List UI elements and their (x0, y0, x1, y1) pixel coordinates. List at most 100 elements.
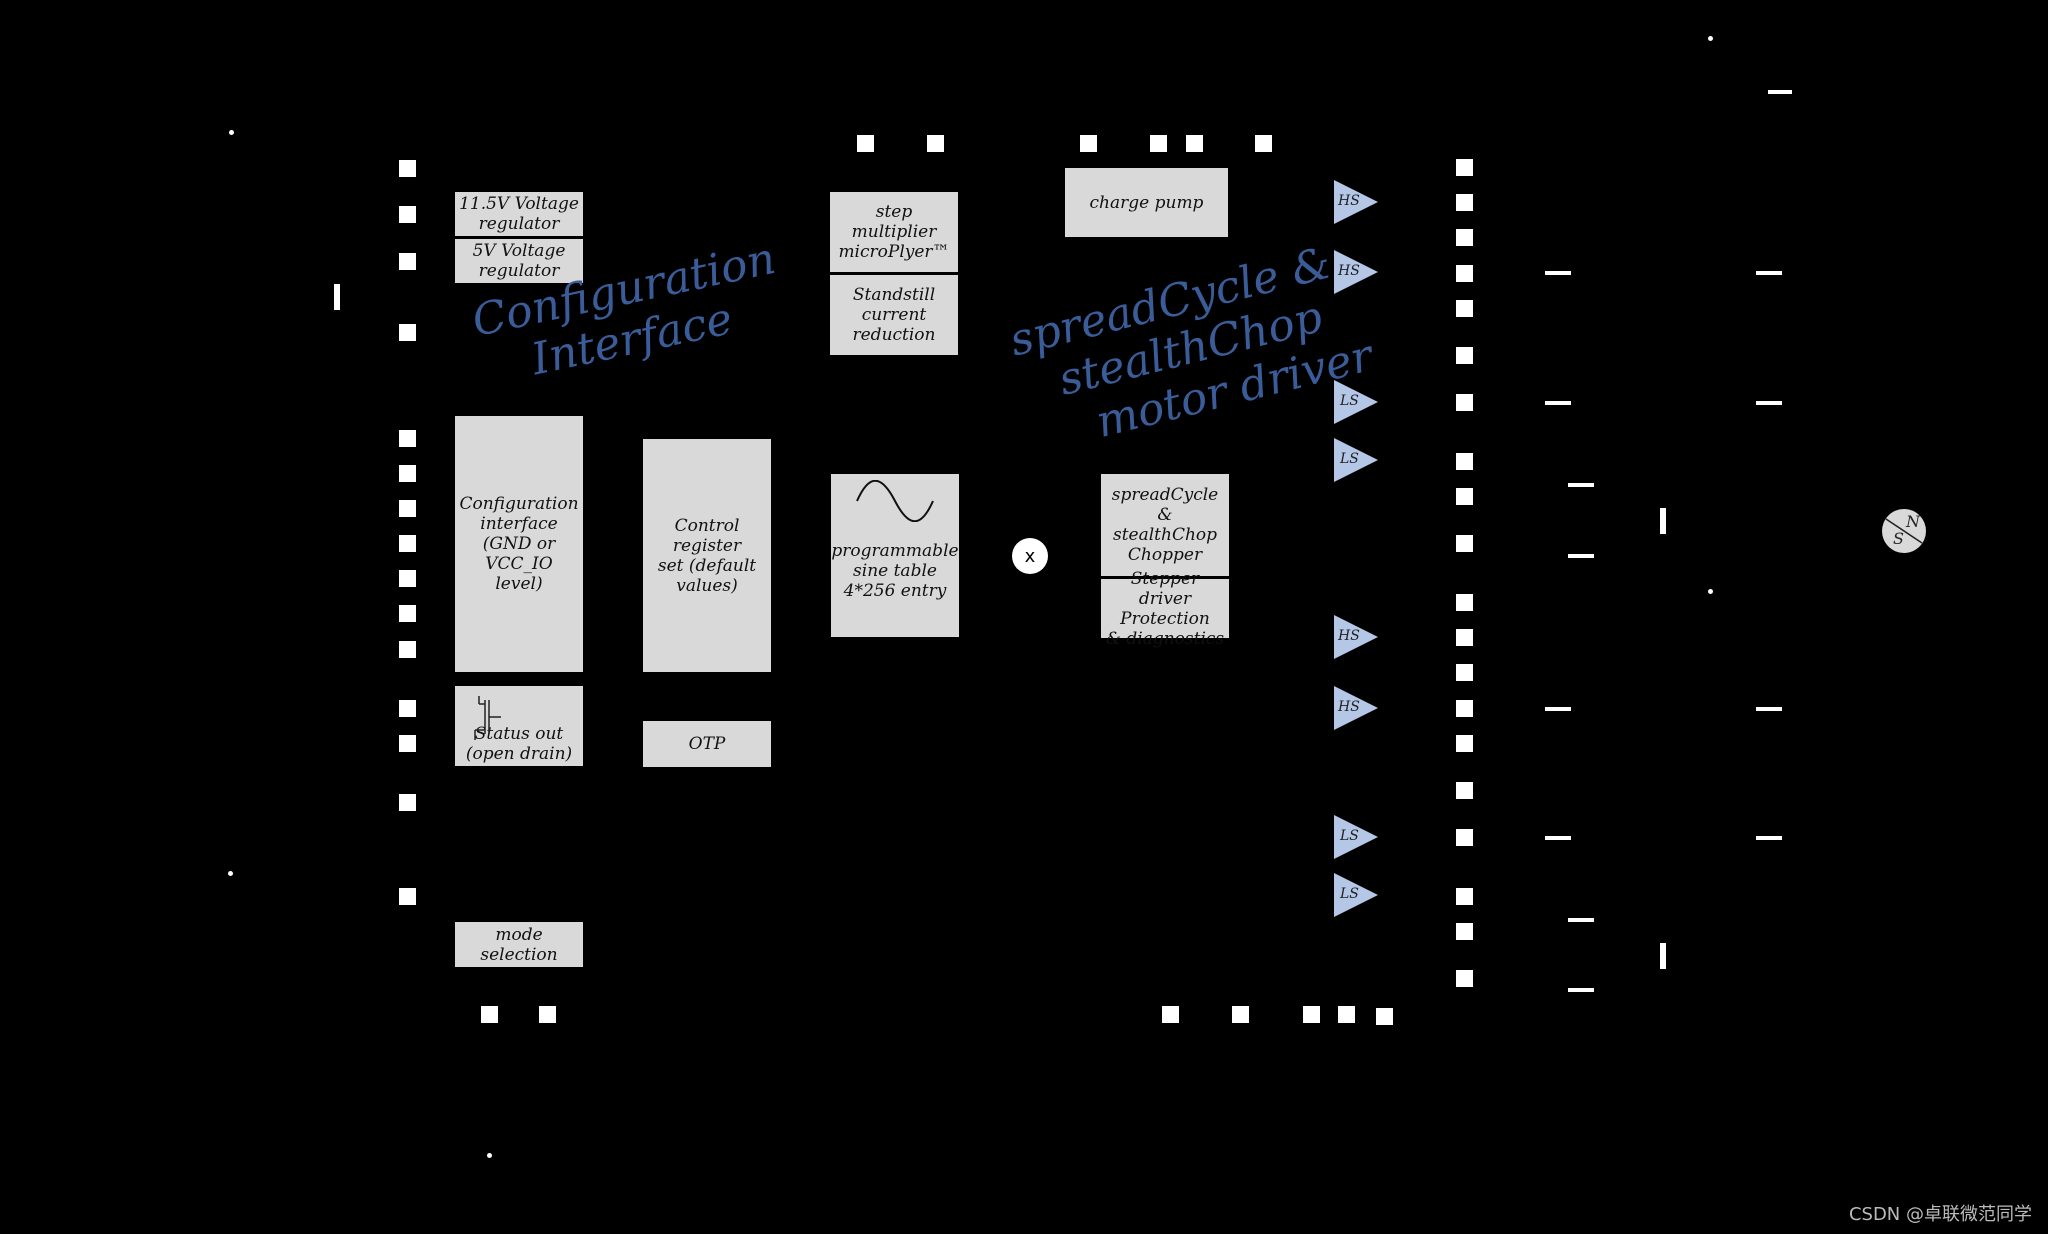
pin (1456, 394, 1473, 411)
multiplier-symbol: x (1024, 545, 1036, 567)
mode-selection-block: mode selection (455, 922, 583, 967)
block-label: regulator (478, 214, 560, 234)
motor-driver-annotation: spreadCycle & stealthChop motor driver (1005, 234, 1378, 463)
pin (399, 605, 416, 622)
pin (399, 888, 416, 905)
coil-lead (1545, 401, 1571, 405)
pin (1456, 829, 1473, 846)
sense-lead (1568, 554, 1594, 558)
otp-block: OTP (643, 721, 771, 767)
ls-driver-icon (1334, 438, 1378, 482)
pin (399, 206, 416, 223)
sense-lead (1568, 988, 1594, 992)
block-label: current (861, 305, 927, 325)
motor-south-label: S (1893, 529, 1904, 548)
junction-dot (1708, 36, 1713, 41)
multiplier-node: x (1012, 538, 1048, 574)
sense-resistor (1660, 943, 1666, 969)
pin (399, 641, 416, 658)
pin (1456, 194, 1473, 211)
block-label: Stepper driver (1130, 568, 1200, 609)
motor-divider (1885, 518, 1923, 544)
block-label: set (default (657, 555, 757, 576)
pin (1303, 1006, 1320, 1023)
block-label: (open drain) (465, 744, 573, 764)
status-out-block: Status out(open drain) (455, 686, 583, 766)
pin (1456, 265, 1473, 282)
pin (399, 430, 416, 447)
hs-driver-icon (1334, 180, 1378, 224)
coil-lead (1756, 271, 1782, 275)
block-label: sine table (853, 560, 937, 581)
block-label: values) (676, 575, 738, 596)
block-label: level) (495, 574, 543, 594)
pin (1456, 453, 1473, 470)
driver-label: HS (1338, 699, 1360, 715)
pin (1080, 135, 1097, 152)
coil-lead (1756, 707, 1782, 711)
pin (1456, 488, 1473, 505)
pin (1456, 700, 1473, 717)
pin (1456, 664, 1473, 681)
pin (539, 1006, 556, 1023)
block-label: 4*256 entry (843, 580, 947, 601)
pin (399, 570, 416, 587)
block-label: 11.5V Voltage (459, 194, 579, 214)
block-label: charge pump (1089, 192, 1204, 213)
motor-north-label: N (1906, 512, 1920, 531)
pin (1186, 135, 1203, 152)
coil-lead (1756, 401, 1782, 405)
pin (1456, 970, 1473, 987)
block-label: programmable (831, 540, 959, 561)
pin (1456, 735, 1473, 752)
capacitor-plate (334, 284, 340, 310)
pin (399, 465, 416, 482)
block-label: microPlyer™ (838, 242, 950, 262)
driver-label: HS (1338, 263, 1360, 279)
block-label: Chopper (1127, 545, 1203, 565)
pin (1456, 782, 1473, 799)
block-label: regulator (478, 261, 560, 281)
sense-resistor (1660, 508, 1666, 534)
pin (399, 700, 416, 717)
transistor-icon (474, 696, 501, 740)
pin (1456, 347, 1473, 364)
pin (481, 1006, 498, 1023)
sine-wave-icon (856, 480, 934, 522)
sense-lead (1568, 918, 1594, 922)
coil-lead (1545, 836, 1571, 840)
block-label: Standstill (852, 285, 936, 305)
block-label: Protection (1120, 608, 1210, 629)
junction-dot (1708, 589, 1713, 594)
pin (399, 500, 416, 517)
pin (1456, 923, 1473, 940)
stepper-motor-icon: N S (1882, 509, 1926, 553)
coil-lead (1545, 271, 1571, 275)
block-label: reduction (852, 325, 936, 345)
block-label: 5V Voltage (472, 241, 566, 261)
coil-lead (1756, 836, 1782, 840)
pin (399, 324, 416, 341)
pin (927, 135, 944, 152)
pin (1376, 1008, 1393, 1025)
pin (1456, 888, 1473, 905)
pin (1150, 135, 1167, 152)
block-label: spreadCycle & (1111, 485, 1219, 525)
driver-label: LS (1340, 886, 1359, 902)
watermark: CSDN @卓联微范同学 (1848, 1204, 2032, 1225)
pin (1456, 229, 1473, 246)
hs-driver-icon (1334, 615, 1378, 659)
junction-dot (229, 130, 234, 135)
block-label: & diagnostics (1105, 628, 1225, 649)
hs-driver-icon (1334, 250, 1378, 294)
pin (1232, 1006, 1249, 1023)
junction-dot (228, 871, 233, 876)
pin (1162, 1006, 1179, 1023)
pin (1456, 300, 1473, 317)
